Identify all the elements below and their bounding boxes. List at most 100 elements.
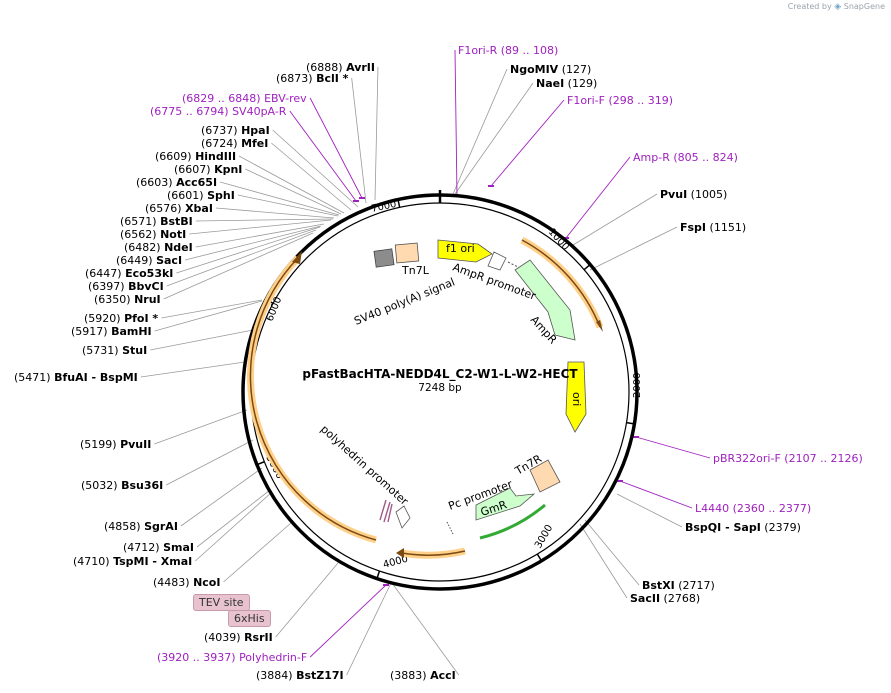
site-position: (5920): [84, 312, 124, 325]
site-ncoi: (4483) NcoI: [153, 576, 220, 589]
site-name: BclI *: [316, 72, 349, 85]
site-name: Acc65I: [176, 176, 217, 189]
primer-leader-lines: [289, 49, 711, 658]
site-label: (6601) SphI: [167, 189, 235, 202]
site-position: (6888): [306, 61, 346, 74]
site-leader: [351, 77, 367, 204]
site-label: BspQI - SapI (2379): [685, 521, 801, 534]
site-label: (5199) PvuII: [80, 438, 151, 451]
site-label: (6607) KpnI: [174, 163, 242, 176]
ampr-promoter-dash: [507, 261, 521, 269]
site-position: (1151): [706, 221, 746, 234]
site-position: (6737): [201, 124, 241, 137]
site-position: (4858): [104, 520, 144, 533]
primer-range: (2107 .. 2126): [784, 452, 863, 465]
site-bamhi: (5917) BamHI: [71, 325, 152, 338]
primer-labels: (6829 .. 6848) EBV-rev(6775 .. 6794) SV4…: [150, 44, 863, 664]
site-name: SgrAI: [144, 520, 178, 533]
site-tspmi: (4710) TspMI - XmaI: [73, 555, 192, 568]
site-sacii: SacII (2768): [630, 592, 700, 605]
primer-range: (89 .. 108): [501, 44, 559, 57]
site-sphi: (6601) SphI: [167, 189, 235, 202]
primer-name: SV40pA-R: [232, 105, 287, 118]
site-position: (127): [558, 63, 591, 76]
site-leader: [166, 229, 317, 287]
site-leader: [195, 223, 325, 248]
site-label: NgoMIV (127): [510, 63, 591, 76]
site-name: TspMI - XmaI: [113, 555, 192, 568]
site-leader: [194, 491, 273, 562]
site-label: (6350) NruI: [94, 293, 161, 306]
site-label: (6449) SacI: [116, 254, 182, 267]
primer-name: Amp-R: [633, 151, 673, 164]
site-name: PvuII: [120, 438, 151, 451]
site-name: HpaI: [241, 124, 270, 137]
6xhis-tag: 6xHis: [228, 610, 271, 627]
site-label: (6609) HindIII: [155, 150, 236, 163]
site-position: (4039): [204, 631, 244, 644]
site-leader: [271, 142, 352, 211]
site-position: (1005): [687, 188, 727, 201]
site-position: (6603): [136, 176, 176, 189]
f1-ori-label: f1 ori: [446, 242, 475, 255]
site-position: (3884): [256, 669, 296, 682]
tick-4000: [376, 570, 381, 578]
site-position: (2379): [761, 521, 801, 534]
site-name: AvrII: [346, 61, 375, 74]
site-label: SacII (2768): [630, 592, 700, 605]
site-bsu36i: (5032) Bsu36I: [81, 479, 163, 492]
tick-2000: [626, 421, 634, 425]
site-name: AccI: [430, 669, 456, 682]
primer-leader: [454, 49, 458, 197]
site-position: (2768): [660, 592, 700, 605]
site-leader: [245, 168, 342, 215]
site-name: XbaI: [185, 202, 213, 215]
site-name: NgoMIV: [510, 63, 559, 76]
primer-name: Polyhedrin-F: [239, 651, 307, 664]
site-position: (5032): [81, 479, 121, 492]
site-bstz17i: (3884) BstZ17I: [256, 669, 344, 682]
site-position: (6873): [276, 72, 316, 85]
site-stui: (5731) StuI: [82, 344, 147, 357]
site-bfuai: (5471) BfuAI - BspMI: [14, 371, 138, 384]
primer-leader: [309, 97, 363, 199]
site-name: BstZ17I: [296, 669, 344, 682]
site-label: (4858) SgrAI: [104, 520, 178, 533]
site-name: NotI: [160, 228, 186, 241]
site-pvui: PvuI (1005): [660, 188, 727, 201]
site-position: (6609): [155, 150, 195, 163]
site-name: BbvCI: [128, 280, 164, 293]
site-name: NdeI: [164, 241, 193, 254]
site-mfei: (6724) MfeI: [201, 137, 268, 150]
site-rsrii: (4039) RsrII: [204, 631, 273, 644]
orf-arrowhead-3: [292, 251, 302, 264]
primer-ebvrev: (6829 .. 6848) EBV-rev: [182, 92, 307, 105]
site-label: (5920) PfoI *: [84, 312, 158, 325]
sv40-label: SV40 poly(A) signal: [352, 275, 456, 327]
site-leader: [391, 582, 460, 676]
site-position: (6607): [174, 163, 214, 176]
site-name: PfoI *: [124, 312, 158, 325]
site-name: StuI: [122, 344, 147, 357]
primer-name: L4440: [695, 502, 733, 515]
restriction-site-labels: (6888) AvrII (6873) BclI * (6737) HpaI(672…: [14, 61, 801, 682]
site-position: (2717): [675, 579, 715, 592]
site-name: PvuI: [660, 188, 687, 201]
site-label: (6397) BbvCI: [88, 280, 164, 293]
site-leader: [346, 582, 392, 676]
site-leader: [166, 439, 254, 486]
site-leader: [272, 129, 359, 208]
snapgene-logo-icon: ◈: [834, 2, 842, 12]
site-leader: [189, 219, 332, 235]
orf-arrowhead-2: [396, 548, 404, 558]
site-label: (3883) AccI: [390, 669, 456, 682]
site-label: (6576) XbaI: [145, 202, 213, 215]
primer-range: (6775 .. 6794): [150, 105, 232, 118]
created-by-text: Created by: [787, 2, 832, 11]
site-leader: [196, 489, 271, 548]
site-label: (6737) HpaI: [201, 124, 270, 137]
primer-pbr322orif: pBR322ori-F (2107 .. 2126): [713, 452, 863, 465]
orf-arcs: [246, 236, 604, 559]
sv40-feature: [373, 248, 395, 268]
site-label: (5032) Bsu36I: [81, 479, 163, 492]
